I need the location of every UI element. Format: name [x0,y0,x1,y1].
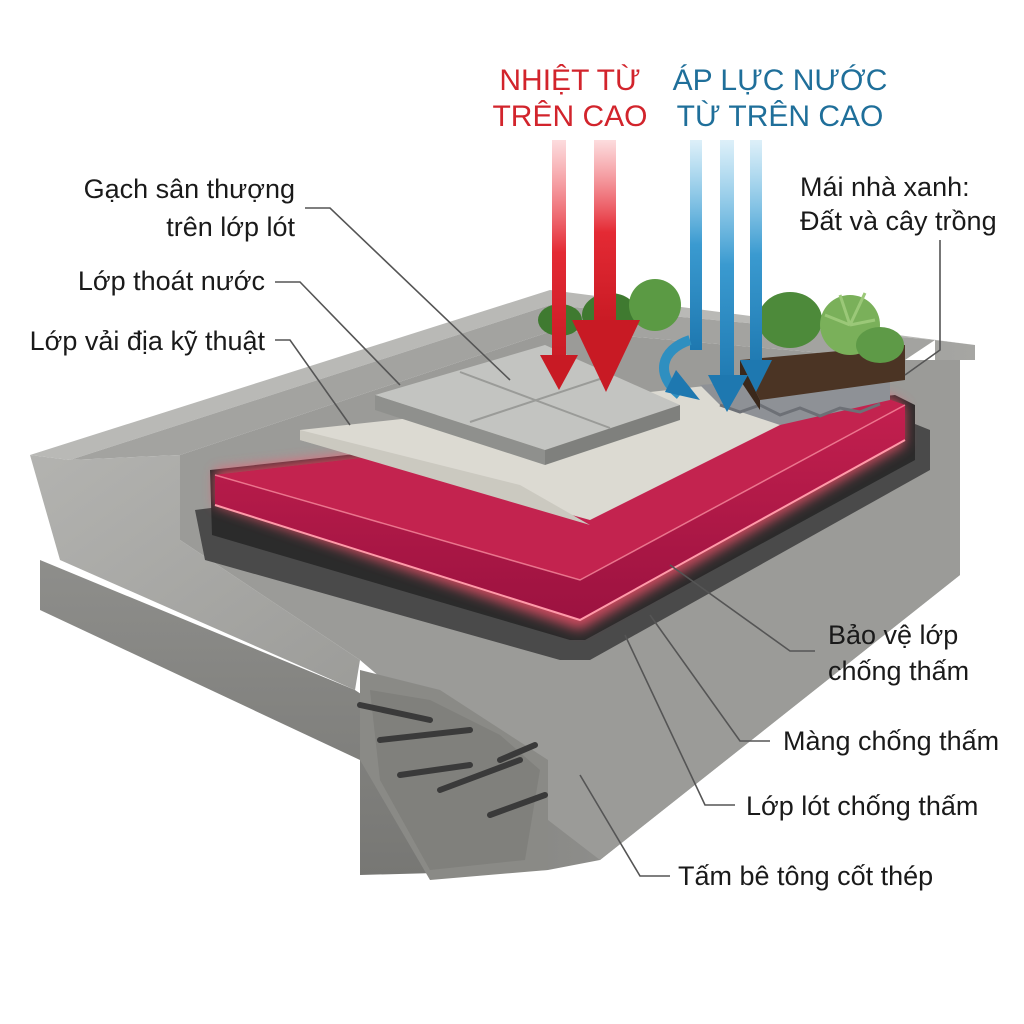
water-heading-line2: TỪ TRÊN CAO [677,100,884,133]
tiles-label-line2: trên lớp lót [166,212,295,242]
heat-arrow-icon [540,140,640,392]
primer-label: Lớp lót chống thấm [746,791,978,821]
rebar-icon [357,702,548,818]
heat-heading-line1: NHIỆT TỪ [499,64,640,97]
slab-label: Tấm bê tông cốt thép [678,861,933,891]
heat-heading-line2: TRÊN CAO [492,100,647,133]
leader-lines [275,207,941,877]
green-roof-label-line2: Đất và cây trồng [800,206,997,236]
green-roof-label-line1: Mái nhà xanh: [800,172,970,202]
protection-label-line1: Bảo vệ lớp [828,620,958,650]
membrane-label: Màng chống thấm [783,726,999,756]
geotextile-label: Lớp vải địa kỹ thuật [30,326,266,356]
drainage-label: Lớp thoát nước [78,266,265,296]
soil-layer [740,345,905,410]
water-heading-line1: ÁP LỰC NƯỚC [673,64,888,97]
tiles-label-line1: Gạch sân thượng [84,174,295,204]
protection-label-line2: chống thấm [828,656,969,686]
water-pressure-arrow-icon [659,140,772,412]
